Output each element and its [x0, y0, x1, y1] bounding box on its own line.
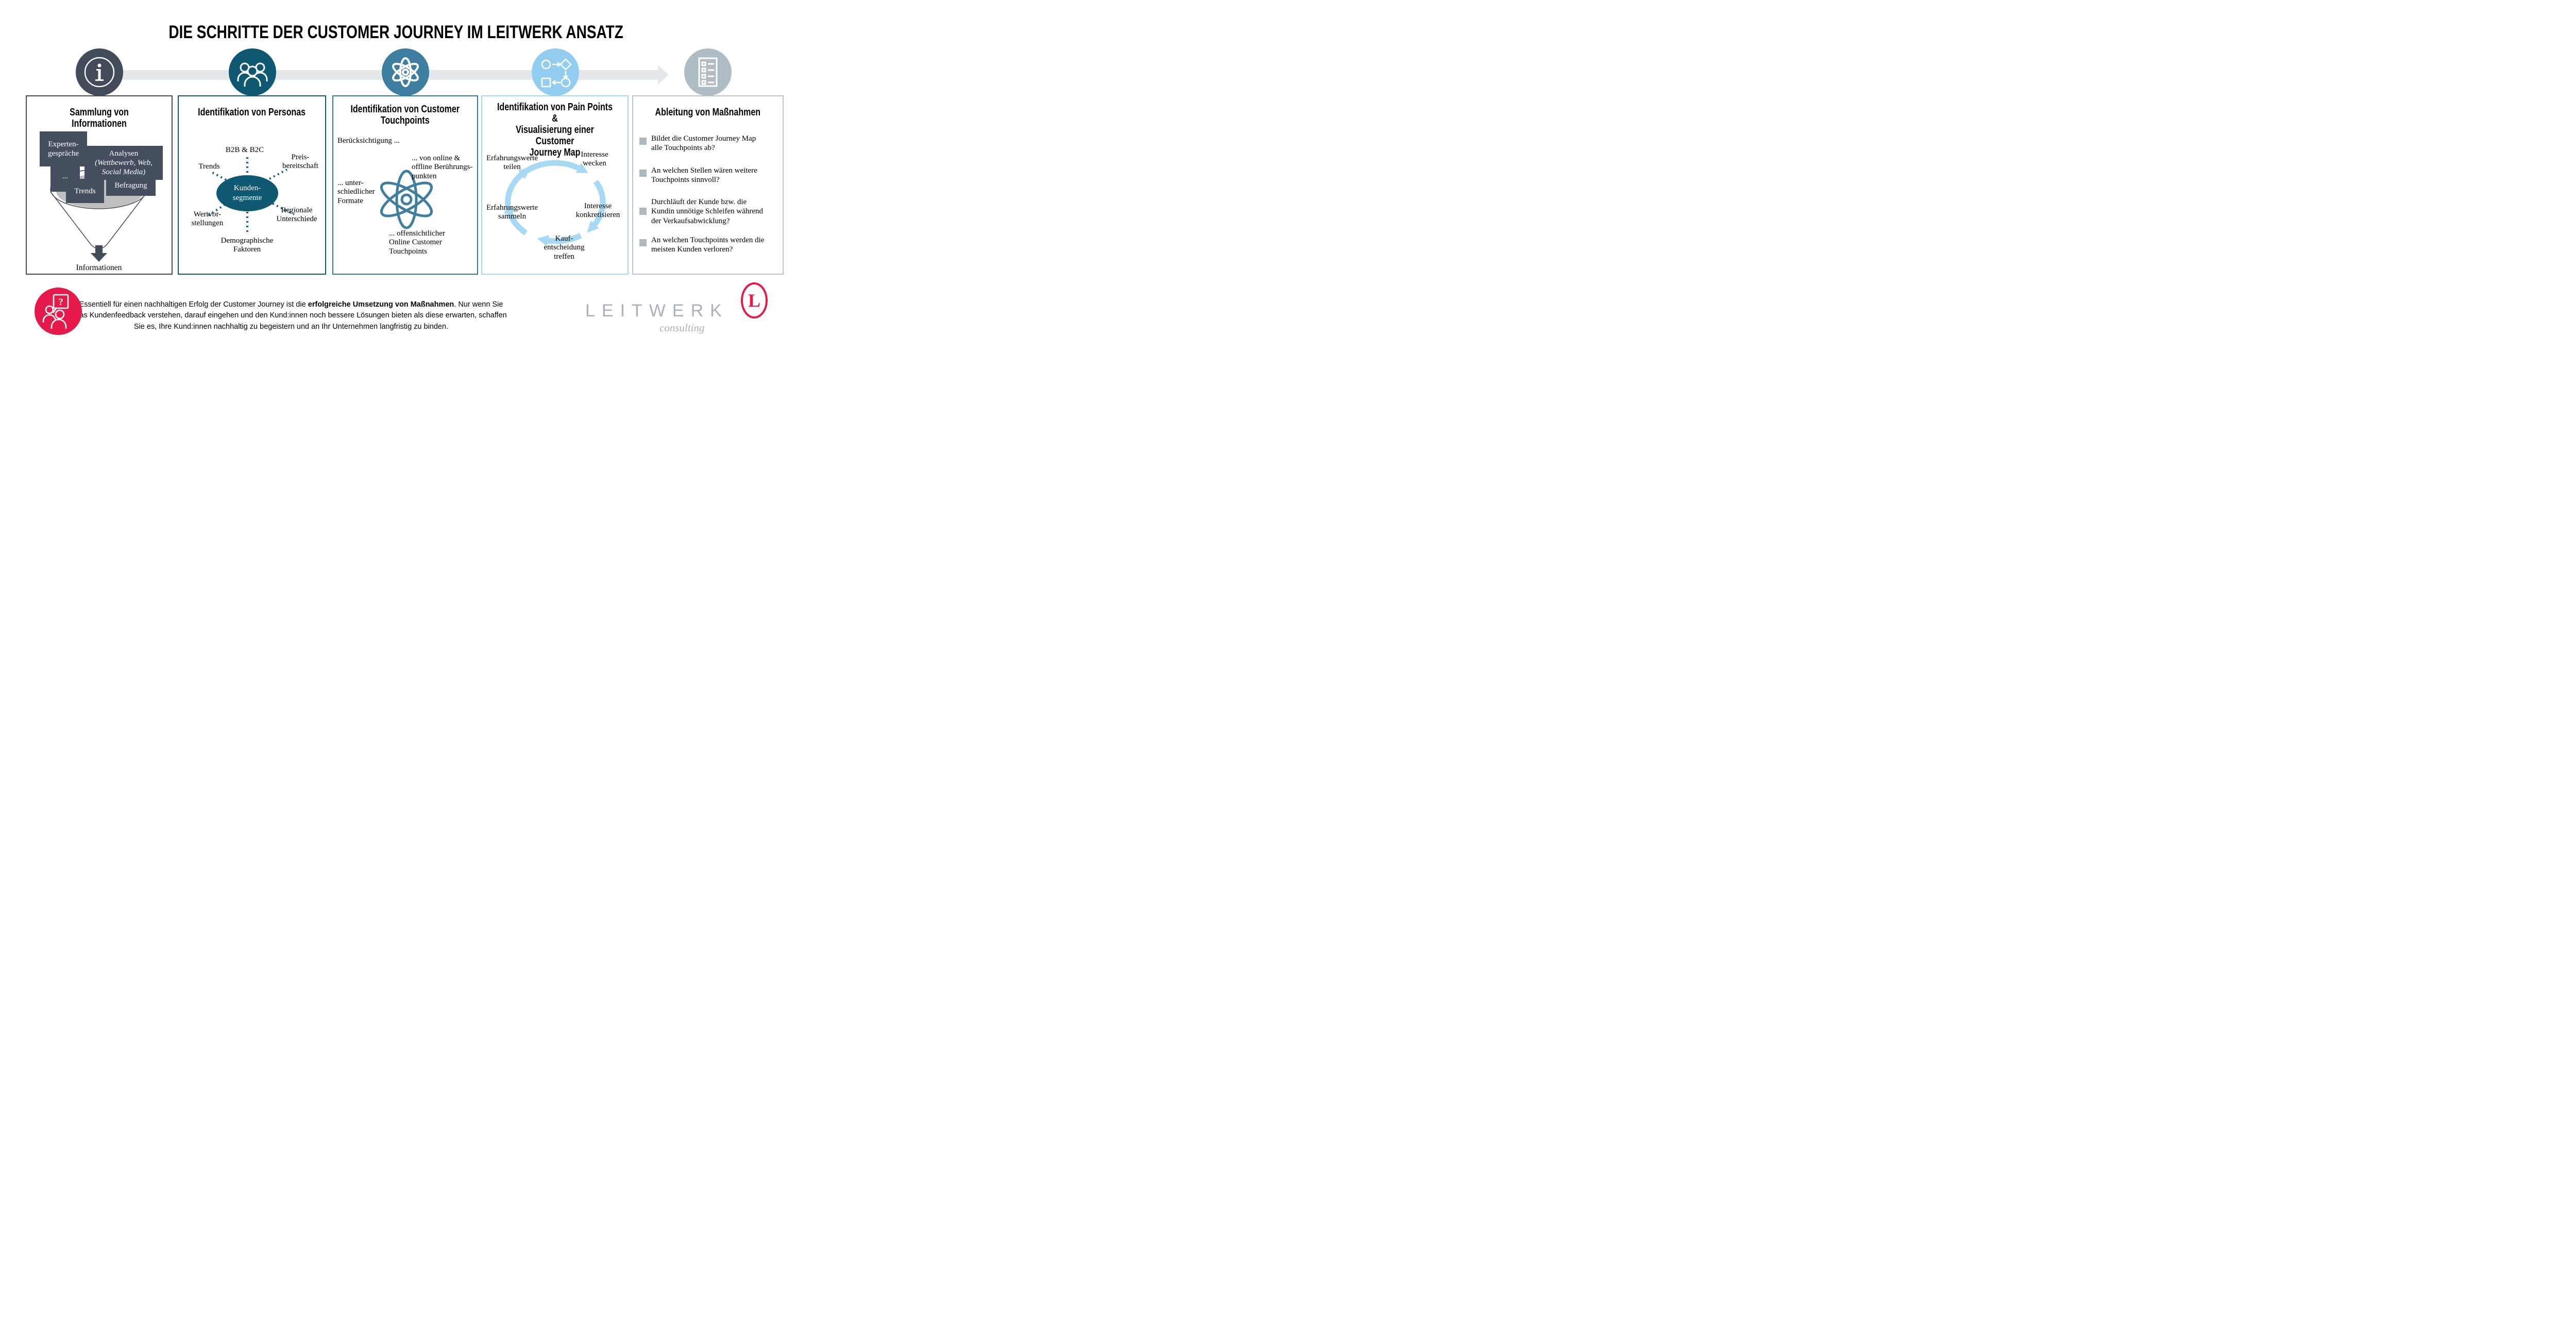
- question-item: An welchen Touchpoints werden die meiste…: [639, 236, 779, 255]
- cycle-erfahrungswerte-sammeln: Erfahrungswerte sammeln: [486, 204, 538, 221]
- cycle-erfahrungswerte-teilen: Erfahrungswerte teilen: [486, 154, 538, 172]
- factor-regionale-unterschiede: Regionale Unterschiede: [276, 206, 317, 224]
- panel-5-heading: Ableitung von Maßnahmen: [633, 96, 783, 118]
- logo-l-oval: L: [741, 282, 768, 318]
- kundensegmente-ellipse: Kunden- segmente: [216, 175, 278, 211]
- page-title: DIE SCHRITTE DER CUSTOMER JOURNEY IM LEI…: [0, 22, 792, 43]
- persona-dotted-links: [206, 154, 295, 234]
- atom-icon: [392, 57, 419, 87]
- panel-pain-points-journey-map: Identifikation von Pain Points & Visuali…: [481, 95, 629, 275]
- checklist-icon: [698, 57, 718, 87]
- factor-preisbereitschaft: Preis- bereitschaft: [282, 153, 318, 171]
- step-circle-3: [382, 48, 429, 96]
- step-circle-2: [229, 48, 276, 96]
- question-text-2: An welchen Stellen wären weitere Touchpo…: [651, 166, 757, 184]
- panel-5-heading-text: Ableitung von Maßnahmen: [655, 107, 761, 118]
- customer-journey-infographic: DIE SCHRITTE DER CUSTOMER JOURNEY IM LEI…: [0, 0, 792, 339]
- cycle-interesse-wecken: Interesse wecken: [581, 150, 608, 168]
- footer-statement: Essentiell für einen nachhaltigen Erfolg…: [72, 299, 510, 333]
- process-arrow-head: [658, 65, 669, 85]
- source-box-expertengespraeche: Experten- gespräche: [40, 131, 87, 166]
- panel-4-heading-text: Identifikation von Pain Points & Visuali…: [497, 102, 613, 158]
- funnel-result-label: Informationen: [76, 263, 122, 272]
- panel-1-heading: Sammlung von Informationen: [27, 96, 172, 129]
- cycle-kaufentscheidung-treffen: Kauf- entscheidung treffen: [544, 234, 585, 261]
- factor-b2b-b2c: B2B & B2C: [225, 146, 264, 154]
- panel-2-heading: Identifikation von Personas: [179, 96, 325, 118]
- question-mark-glyph: ?: [58, 297, 63, 308]
- panel-1-heading-text: Sammlung von Informationen: [70, 107, 129, 129]
- panel-3-heading-text: Identifikation von Customer Touchpoints: [350, 104, 460, 126]
- question-text-1: Bildet die Customer Journey Map alle Tou…: [651, 135, 756, 153]
- question-item: Durchläuft der Kunde bzw. die Kundin unn…: [639, 197, 779, 226]
- source-box-analysen: Analysen (Wettbewerb, Web, Social Media): [84, 146, 163, 180]
- step-circle-4: [532, 48, 579, 96]
- logo-wordmark: LEITWERK: [585, 301, 728, 321]
- source-box-befragung: Befragung: [106, 175, 156, 196]
- journey-cycle-arrows: [504, 160, 606, 246]
- panel-identifikation-touchpoints: Identifikation von Customer Touchpoints …: [332, 95, 478, 275]
- logo-l-mark: L: [748, 290, 760, 311]
- question-text-4: An welchen Touchpoints werden die meiste…: [651, 236, 765, 254]
- bullet-square: [639, 170, 647, 177]
- panel-sammlung-informationen: Sammlung von Informationen Experten- ges…: [26, 95, 173, 275]
- step-circle-1: [76, 48, 123, 96]
- panel-identifikation-personas: Identifikation von Personas B2B & B2C Tr…: [178, 95, 326, 275]
- info-icon: [84, 57, 115, 88]
- feedback-question-icon: ?: [42, 294, 69, 329]
- leitwerk-logo: LEITWERK L consulting: [582, 282, 783, 338]
- atom-graphic: [380, 170, 433, 229]
- question-item: An welchen Stellen wären weitere Touchpo…: [639, 166, 779, 185]
- page-title-text: DIE SCHRITTE DER CUSTOMER JOURNEY IM LEI…: [168, 22, 624, 43]
- source-box-trends: Trends: [66, 179, 104, 203]
- footer-lead: Essentiell für einen nachhaltigen Erfolg…: [79, 300, 308, 309]
- footer-bold: erfolgreiche Umsetzung von Maßnahmen: [308, 300, 454, 309]
- footer-rest: . Nur wenn Sie das Kundenfeedback verste…: [75, 300, 507, 331]
- process-flow-icon: [541, 58, 572, 88]
- factor-wertvorstellungen: Wertvor- stellungen: [191, 210, 224, 228]
- note-online-offline: ... von online & offline Berührungs- pun…: [412, 154, 473, 180]
- analysen-title: Analysen: [109, 149, 139, 158]
- analysen-detail: (Wettbewerb, Web, Social Media): [95, 159, 152, 176]
- panel-4-heading: Identifikation von Pain Points & Visuali…: [482, 96, 628, 158]
- question-text-3: Durchläuft der Kunde bzw. die Kundin unn…: [651, 198, 764, 225]
- note-offensichtliche-touchpoints: ... offensichtlicher Online Customer Tou…: [389, 229, 445, 256]
- bullet-square: [639, 208, 647, 215]
- factor-demographische-faktoren: Demographische Faktoren: [221, 237, 274, 254]
- logo-subtitle: consulting: [659, 322, 705, 334]
- feedback-badge: ?: [35, 288, 82, 335]
- bullet-square: [639, 239, 647, 246]
- panel-ableitung-massnahmen: Ableitung von Maßnahmen Bildet die Custo…: [632, 95, 784, 275]
- panel-3-heading: Identifikation von Customer Touchpoints: [333, 96, 477, 126]
- factor-trends: Trends: [198, 162, 220, 171]
- note-beruecksichtigung: Berücksichtigung ...: [337, 137, 400, 145]
- funnel-down-arrow: [91, 245, 107, 262]
- team-icon: [237, 62, 268, 87]
- cycle-interesse-konkretisieren: Interesse konkretisieren: [575, 202, 620, 220]
- note-formate: ... unter- schiedlicher Formate: [337, 179, 375, 205]
- step-circle-5: [684, 48, 732, 96]
- question-item: Bildet die Customer Journey Map alle Tou…: [639, 134, 779, 153]
- bullet-square: [639, 138, 647, 145]
- panel-2-heading-text: Identifikation von Personas: [198, 107, 306, 118]
